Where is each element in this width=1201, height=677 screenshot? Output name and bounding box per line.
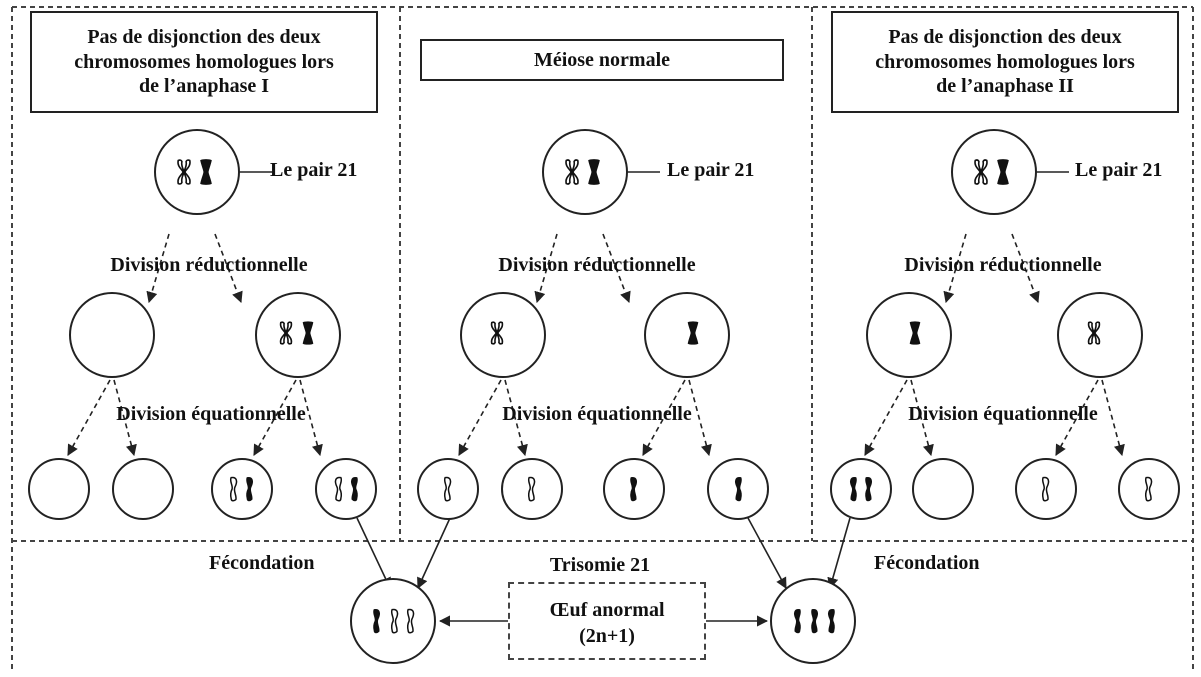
fecondation-arrow-left-2: [417, 517, 451, 590]
gamete-11-chromatid-1: [1041, 476, 1050, 502]
egg-left-chromatid-3: [406, 608, 415, 634]
egg-right-chromatid-2: [811, 609, 819, 634]
right-pair-label: Le pair 21: [1075, 159, 1163, 181]
middle-parent-homolog-white: [565, 159, 579, 185]
right-b-equational-arrow-right: [1101, 379, 1125, 457]
left-a-equational-arrow-right: [113, 379, 137, 457]
middle-pair-label: Le pair 21: [667, 159, 755, 181]
gamete-2-cell: [112, 458, 174, 520]
gamete-6-chromatid-1: [527, 476, 536, 502]
middle-a-white-x-chromosome: [490, 321, 504, 345]
egg-right-chromatid-1: [793, 609, 801, 634]
division-arrows: [67, 166, 1125, 627]
right-b-white-x-chromosome: [1087, 321, 1101, 345]
middle-division-equationnelle: Division équationnelle: [502, 403, 692, 425]
trisomie-label: Trisomie 21: [549, 554, 651, 576]
left-reductional-arrow-right: [214, 233, 243, 304]
left-a-secondary-cell: [69, 292, 155, 378]
left-title-line-1: Pas de disjonction des deux: [87, 26, 321, 49]
left-reductional-arrow-left: [146, 233, 170, 304]
middle-a-equational-arrow-right: [504, 379, 528, 457]
left-parent-homolog-black: [200, 159, 212, 185]
middle-reductional-arrow-left: [534, 233, 558, 304]
left-title-line-3: de l’anaphase I: [138, 75, 270, 98]
middle-parent-homolog-black: [588, 159, 600, 185]
egg-label-line2: (2n+1): [579, 625, 635, 647]
left-parent-cell: [154, 129, 240, 215]
fecondation-arrow-right-1: [747, 517, 787, 589]
middle-b-equational-arrow-right: [688, 379, 712, 457]
right-division-equationnelle: Division équationnelle: [908, 403, 1098, 425]
right-a-black-x-chromosome: [909, 321, 921, 345]
right-title-line-3: de l’anaphase II: [936, 75, 1074, 98]
right-division-reductionnelle: Division réductionnelle: [904, 254, 1102, 276]
left-panel-title: Pas de disjonction des deux chromosomes …: [30, 11, 378, 113]
gamete-9-chromatid-1: [849, 477, 857, 502]
abnormal-egg-box: Œuf anormal (2n+1): [508, 582, 706, 660]
fecondation-arrow-right-2: [827, 517, 851, 590]
right-title-line-1: Pas de disjonction des deux: [888, 26, 1122, 49]
right-parent-cell: [951, 129, 1037, 215]
egg-label-line1: Œuf anormal: [549, 599, 665, 621]
gamete-1-cell: [28, 458, 90, 520]
gamete-9-cell: [830, 458, 892, 520]
middle-parent-cell: [542, 129, 628, 215]
right-b-secondary-cell: [1057, 292, 1143, 378]
right-a-equational-arrow-right: [910, 379, 934, 457]
gamete-7-chromatid-1: [630, 477, 638, 502]
right-parent-homolog-white: [974, 159, 988, 185]
middle-division-reductionnelle: Division réductionnelle: [498, 254, 696, 276]
right-reductional-arrow-right: [1011, 233, 1040, 304]
middle-panel-title: Méiose normale: [420, 39, 784, 81]
left-title-line-2: chromosomes homologues lors: [74, 50, 334, 73]
gamete-5-chromatid-1: [443, 476, 452, 502]
chromosomes: [177, 159, 1153, 634]
gamete-4-chromatid-1: [334, 476, 343, 502]
left-b-black-x-chromosome: [302, 321, 314, 345]
left-b-equational-arrow-right: [299, 379, 323, 457]
egg-right-chromatid-3: [827, 609, 835, 634]
left-pair-label: Le pair 21: [270, 159, 358, 181]
right-a-secondary-cell: [866, 292, 952, 378]
middle-b-black-x-chromosome: [687, 321, 699, 345]
gamete-12-chromatid-1: [1144, 476, 1153, 502]
middle-b-secondary-cell: [644, 292, 730, 378]
right-parent-homolog-black: [997, 159, 1009, 185]
middle-a-secondary-cell: [460, 292, 546, 378]
left-division-equationnelle: Division équationnelle: [116, 403, 306, 425]
left-parent-homolog-white: [177, 159, 191, 185]
left-division-reductionnelle: Division réductionnelle: [110, 254, 308, 276]
left-b-secondary-cell: [255, 292, 341, 378]
gamete-3-cell: [211, 458, 273, 520]
cells: [28, 129, 1180, 664]
panel-frames: [11, 6, 1194, 672]
middle-reductional-arrow-right: [602, 233, 631, 304]
gamete-9-chromatid-2: [865, 477, 873, 502]
egg-left-chromatid-2: [390, 608, 399, 634]
fecondation-arrow-left-1: [356, 517, 391, 590]
middle-title-text: Méiose normale: [533, 48, 671, 71]
fecondation-left-label: Fécondation: [209, 552, 315, 574]
gamete-4-chromatid-2: [350, 477, 358, 502]
right-reductional-arrow-left: [943, 233, 967, 304]
right-title-line-2: chromosomes homologues lors: [875, 50, 1135, 73]
left-b-white-x-chromosome: [279, 321, 293, 345]
gamete-10-cell: [912, 458, 974, 520]
gamete-8-chromatid-1: [734, 477, 742, 502]
gamete-3-chromatid-2: [246, 477, 254, 502]
right-panel-title: Pas de disjonction des deux chromosomes …: [831, 11, 1179, 113]
fecondation-right-label: Fécondation: [874, 552, 980, 574]
gamete-4-cell: [315, 458, 377, 520]
gamete-3-chromatid-1: [229, 476, 238, 502]
egg-left-chromatid-1: [373, 609, 381, 634]
